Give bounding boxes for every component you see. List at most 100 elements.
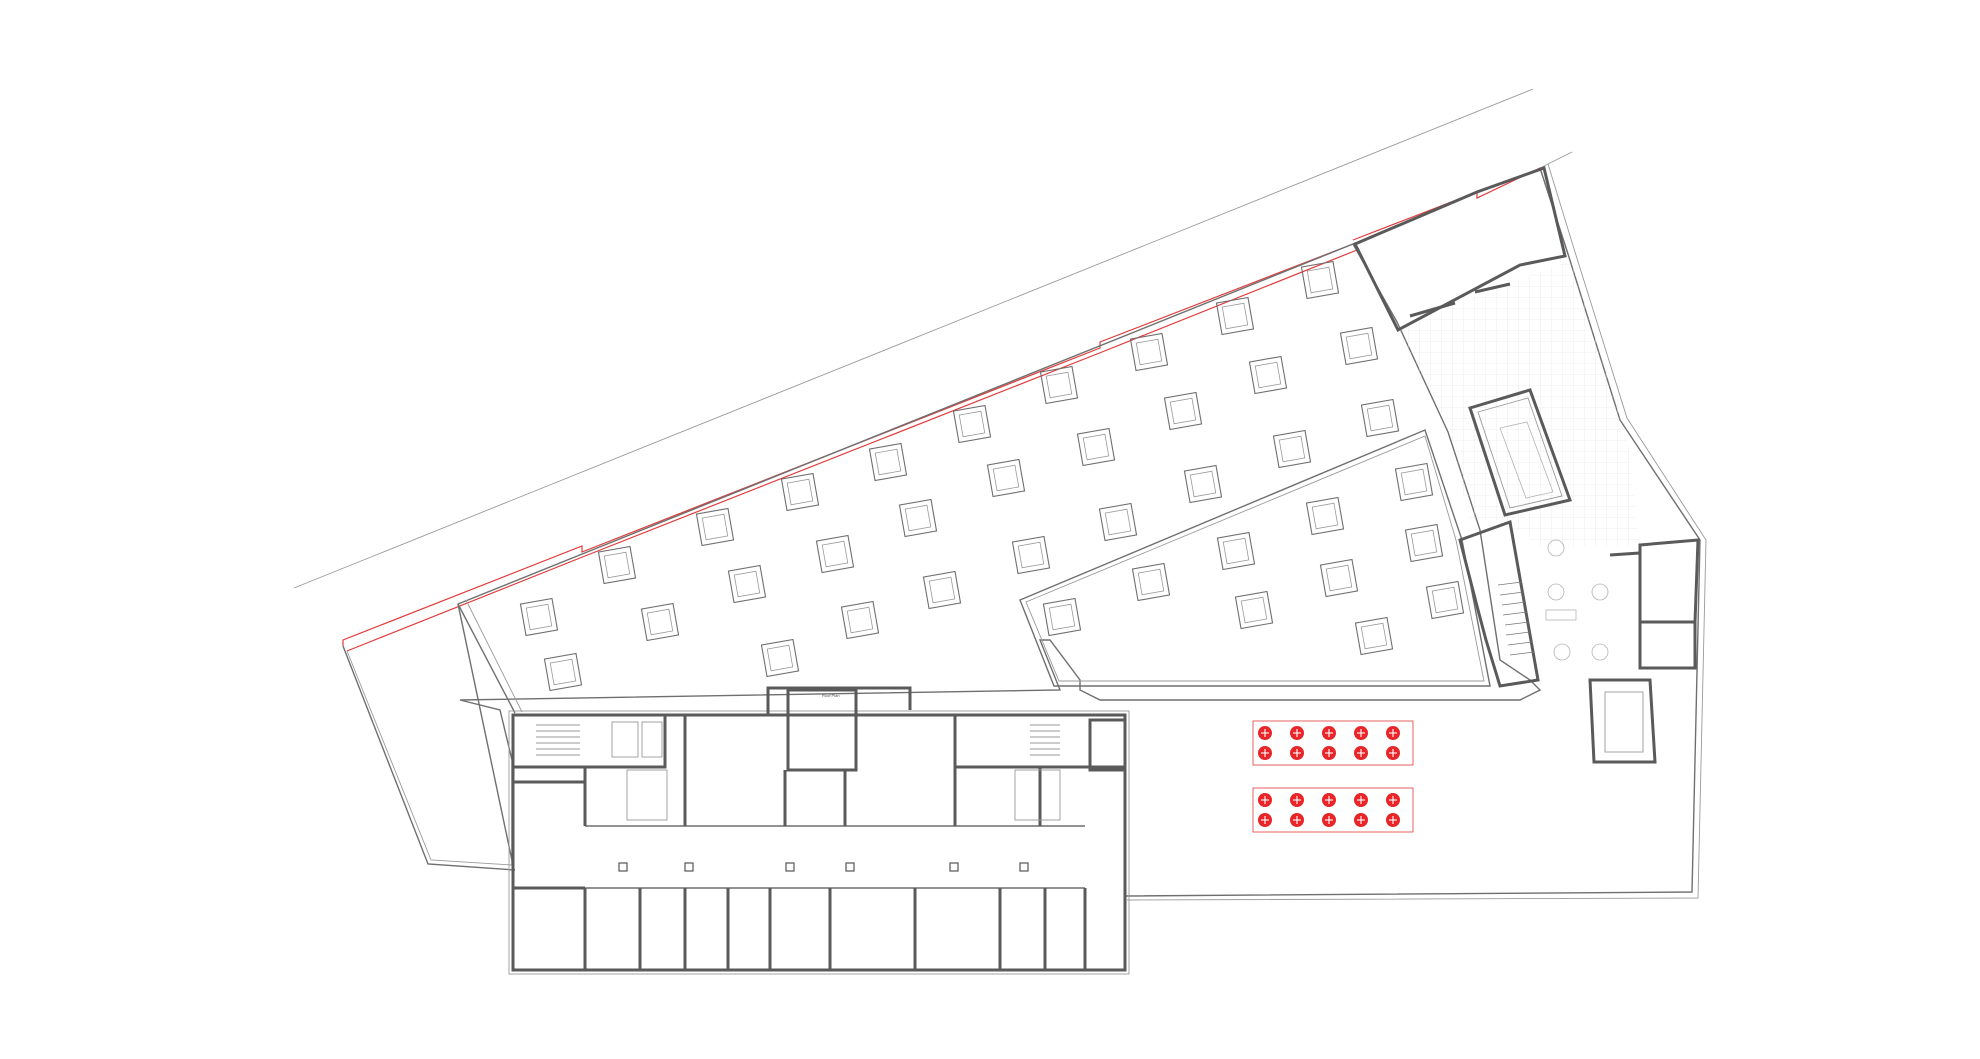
skylight-glazing (1082, 433, 1110, 461)
wc-block-east (1014, 769, 1061, 821)
east-roof-boundary-inner (1126, 163, 1707, 901)
skylight-glazing (1311, 502, 1339, 530)
west-lift-a (611, 721, 639, 758)
skylight (1183, 464, 1223, 504)
skylight (1216, 531, 1256, 571)
skylight (840, 600, 880, 640)
service-room-b (1638, 620, 1697, 670)
east-core-stair (1497, 581, 1535, 656)
skylight (597, 545, 637, 585)
skylight (1319, 558, 1359, 598)
upper-room-partition-2 (1474, 282, 1511, 294)
skylight-glazing (1306, 266, 1334, 294)
lift-block-inner (1604, 691, 1644, 753)
upper-room-outline (1352, 166, 1567, 333)
skylight-glazing (821, 540, 849, 568)
skylight (695, 507, 735, 547)
east-side-room (1088, 718, 1127, 772)
skylight-glazing (525, 603, 553, 631)
skylight (986, 458, 1026, 498)
east-stair (1030, 724, 1060, 756)
site-boundary-line (293, 88, 1534, 589)
north-room (786, 688, 858, 772)
skylight-glazing (603, 551, 631, 579)
skylight-glazing (549, 658, 577, 686)
skylight (1042, 597, 1082, 637)
skylight-glazing (1221, 302, 1249, 330)
main-building-outline (511, 713, 1127, 972)
skylight (1354, 616, 1394, 656)
wc-block-west (626, 769, 668, 821)
main-building-outer (508, 710, 1130, 975)
skylight (519, 597, 559, 637)
inner-light-court-outline-2 (1025, 435, 1485, 682)
skylight (868, 442, 908, 482)
skylight (1360, 398, 1400, 438)
skylight-glazing (1169, 397, 1197, 425)
skylight (1305, 496, 1345, 536)
east-core (953, 713, 1127, 769)
skylight-glazing (766, 644, 794, 672)
inner-light-court-outline (1019, 429, 1491, 687)
seating-area (1252, 720, 1414, 833)
seating-block-frame (1252, 787, 1414, 833)
skylight-glazing (1048, 603, 1076, 631)
skylight-glazing (1360, 622, 1388, 650)
north-protrusion (766, 686, 912, 715)
skylight-glazing (904, 504, 932, 532)
red-roof-edge-left (342, 243, 1354, 646)
east-roof-boundary (1124, 167, 1701, 897)
structural-columns (618, 862, 1029, 872)
lift-block-outline (1588, 678, 1657, 764)
skylight (898, 498, 938, 538)
skylight-glazing (1189, 470, 1217, 498)
skylight-glazing (1254, 361, 1282, 389)
skylight-glazing (701, 513, 729, 541)
left-wedge-outline (342, 645, 516, 871)
cafe-furniture (1545, 539, 1609, 661)
skylight-glazing (958, 410, 986, 438)
main-building: Roof Plan (508, 686, 1130, 975)
east-roof-top-thin (1539, 151, 1573, 169)
skylight (1425, 580, 1465, 620)
skylight (952, 404, 992, 444)
west-stair (536, 724, 580, 756)
skylight-glazing (1325, 564, 1353, 592)
skylight-glazing (1222, 537, 1250, 565)
skylight (727, 564, 767, 604)
skylight (1248, 355, 1288, 395)
meeting-room-outline (1468, 388, 1572, 517)
skylight-glazing (874, 448, 902, 476)
room-note: Roof Plan (822, 693, 840, 698)
skylight (760, 638, 800, 678)
skylight (1163, 391, 1203, 431)
skylight (780, 472, 820, 512)
left-wing-strip-2 (465, 599, 523, 713)
skylight (1131, 562, 1171, 602)
skylight (1076, 427, 1116, 467)
skylight-glazing (1045, 371, 1073, 399)
skylight-glazing (1104, 508, 1132, 536)
east-core-outline (1458, 519, 1540, 688)
skylight-glazing (1135, 338, 1163, 366)
skylight (1404, 523, 1444, 563)
service-room-a (1638, 538, 1700, 624)
skylight-glazing (786, 478, 814, 506)
skylight (1011, 535, 1051, 575)
skylight-array (519, 260, 1465, 692)
meeting-table (1499, 421, 1554, 499)
meeting-room-inner (1477, 397, 1563, 509)
skylight (815, 534, 855, 574)
skylight (640, 602, 680, 642)
skylight (1339, 326, 1379, 366)
skylight (1039, 365, 1079, 405)
upper-roof-outline (457, 243, 1542, 871)
skylight-glazing (1278, 435, 1306, 463)
skylight-glazing (992, 464, 1020, 492)
skylight-glazing (1240, 596, 1268, 624)
skylight (1394, 462, 1434, 502)
skylight (1234, 590, 1274, 630)
skylight-glazing (1431, 586, 1459, 614)
skylight-glazing (928, 576, 956, 604)
